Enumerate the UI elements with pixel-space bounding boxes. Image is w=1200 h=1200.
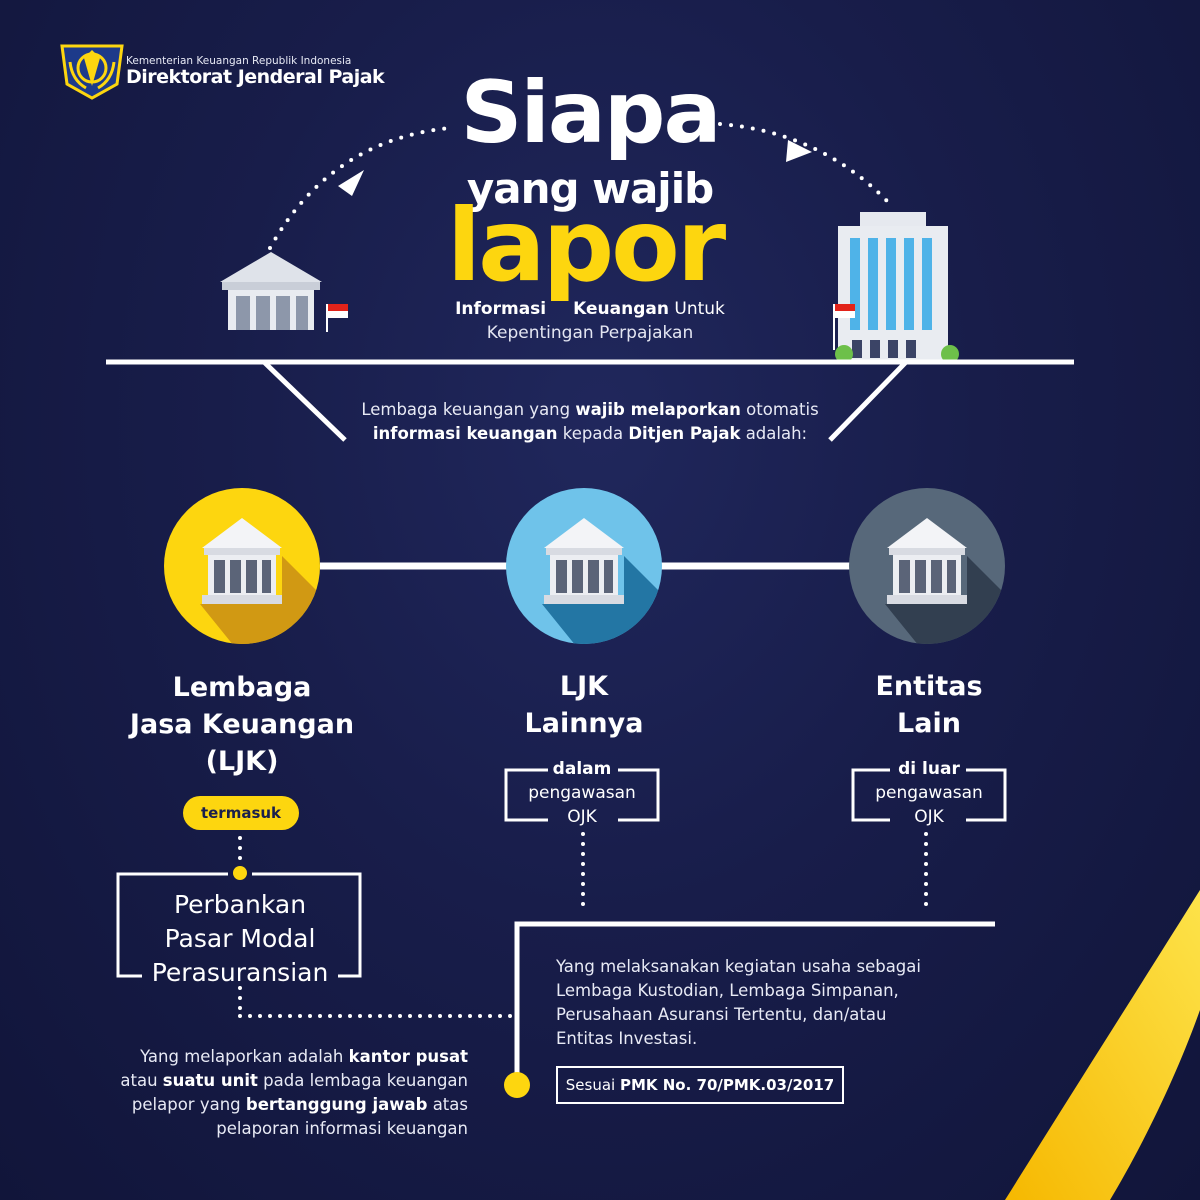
intro-part: kepada [557,424,629,443]
list-item-perasuransian: Perasuransian [151,958,329,987]
intro-bold: wajib melaporkan [575,400,741,419]
intro-bold: informasi keuangan [372,424,558,443]
description-bold: kantor pusat [348,1047,468,1066]
category-title-line: Lainnya [524,708,644,739]
category-title-line: LJK [559,671,609,702]
supervision-line: pengawasan [528,783,636,803]
flag-icon [326,304,348,332]
junction-dot [504,1072,530,1098]
dotted-arc-left [268,126,452,250]
intro-part: otomatis [740,400,819,419]
bracket-dalam [504,768,660,822]
title-siapa: Siapa [460,63,721,163]
arrow-icon [338,170,364,196]
description-line: Lembaga Kustodian, Lembaga Simpanan, [556,981,899,1000]
description-part: Yang melaporkan adalah [140,1047,349,1066]
description-line: Yang melaksanakan kegiatan usaha sebagai [556,957,921,976]
bracket-diluar [851,768,1007,822]
dgt-emblem-icon [60,44,124,100]
title-lapor: lapor [446,187,726,304]
arrow-icon [786,140,812,162]
supervision-dalam: dalam pengawasan OJK [482,757,682,829]
list-item-perbankan: Perbankan [173,890,307,919]
description-bold: bertanggung jawab [245,1095,428,1114]
category-title-line: Lembaga [172,672,312,703]
junction-line [514,921,995,1080]
description-line: Perusahaan Asuransi Tertentu, dan/atau [556,1005,887,1024]
supervision-line: OJK [914,807,944,827]
description-line: pelaporan informasi keuangan [216,1119,468,1138]
subtitle-untuk: Untuk [674,299,725,319]
dotted-connectors [238,832,928,1018]
supervision-diluar: di luar pengawasan OJK [829,757,1029,829]
category-entitas-lain-title: Entitas Lain [779,668,1079,742]
regulation-prefix: Sesuai [565,1076,620,1094]
supervision-line: OJK [567,807,597,827]
ministry-label: Kementerian Keuangan Republik Indonesia [126,55,352,67]
termasuk-pill: termasuk [183,796,299,830]
supervision-bold: di luar [898,759,960,779]
funnel-lines [262,360,908,442]
connector-dot [233,866,247,880]
category-title-line: Entitas [875,671,983,702]
subtitle-keuangan: Keuangan [573,299,669,319]
description-part: pelapor yang [131,1095,246,1114]
description-bold: suatu unit [162,1071,258,1090]
description-part: atau [120,1071,163,1090]
intro-part: Lembaga keuangan yang [361,400,576,419]
government-building-icon [220,252,322,330]
description-line: Entitas Investasi. [556,1029,698,1048]
category-title-line: Jasa Keuangan [129,709,355,740]
category-ljk-title: Lembaga Jasa Keuangan (LJK) [92,669,392,780]
decorative-ribbon [1005,890,1200,1200]
supervision-line: pengawasan [875,783,983,803]
list-item-pasar-modal: Pasar Modal [164,924,316,953]
intro-text: Lembaga keuangan yang wajib melaporkan o… [300,398,880,446]
supervision-bold: dalam [552,759,612,779]
dotted-arc-right [718,122,890,204]
subtitle-line-2: Kepentingan Perpajakan [486,323,694,343]
regulation-box: Sesuai PMK No. 70/PMK.03/2017 [556,1066,844,1104]
flag-icon [833,304,855,350]
category-title-line: Lain [897,708,961,739]
subtitle-line-1: Informasi Keuangan Untuk [420,299,760,319]
description-part: atas [427,1095,468,1114]
title-yang-wajib: yang wajib [466,164,714,213]
activity-description: Yang melaksanakan kegiatan usaha sebagai… [556,955,976,1051]
reporter-description: Yang melaporkan adalah kantor pusat atau… [60,1045,468,1141]
intro-part: adalah: [740,424,808,443]
category-title-line: (LJK) [205,746,279,777]
category-ljk-lainnya-title: LJK Lainnya [434,668,734,742]
bracket-ljk-list [116,872,362,978]
subtitle-informasi: Informasi [455,299,547,319]
intro-bold: Ditjen Pajak [628,424,741,443]
bank-icon [506,488,662,644]
bank-icon [164,488,320,644]
office-tower-icon [835,212,959,363]
regulation-number: PMK No. 70/PMK.03/2017 [619,1076,835,1094]
description-part: pada lembaga keuangan [257,1071,468,1090]
bank-icon [849,488,1005,644]
brand-name: Direktorat Jenderal Pajak [126,66,385,88]
